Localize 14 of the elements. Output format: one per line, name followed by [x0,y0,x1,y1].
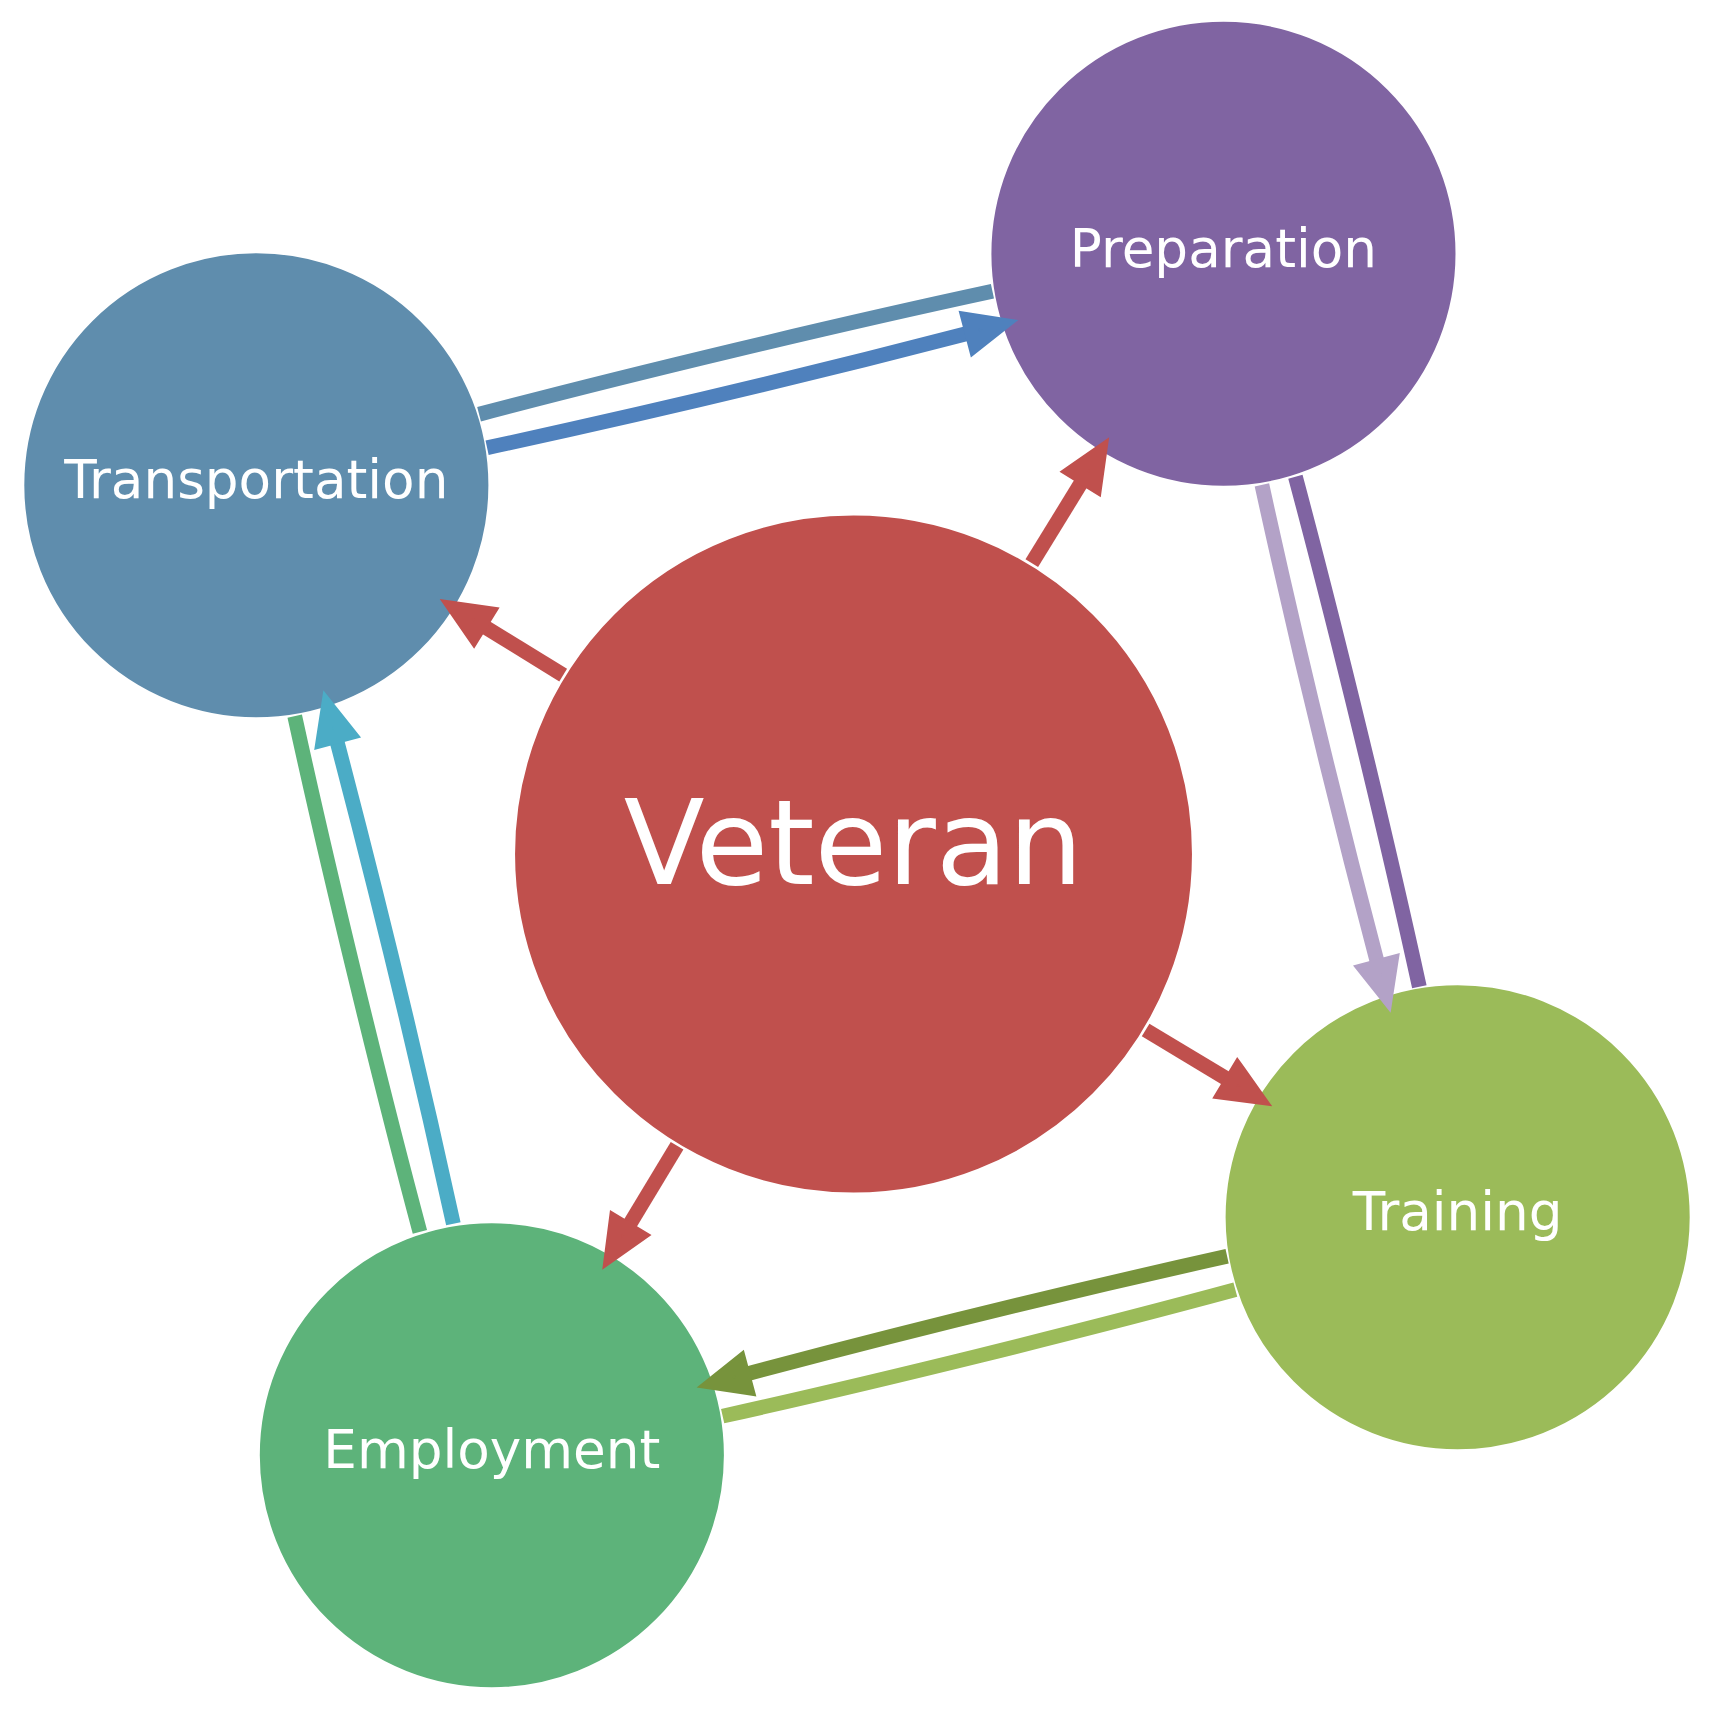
arrow [1254,483,1400,1013]
node-circle: Employment [256,1220,727,1691]
arrow [485,310,1018,455]
arrow [439,599,567,682]
arrow [1141,1023,1272,1107]
connector [476,284,994,422]
arrow [1025,437,1109,568]
arrow [601,1141,683,1270]
connector [720,1282,1237,1424]
connector [1287,474,1427,989]
connector [287,714,427,1234]
arrow [313,690,461,1226]
arrow [696,1249,1229,1397]
node-circle: Training [1222,982,1693,1453]
